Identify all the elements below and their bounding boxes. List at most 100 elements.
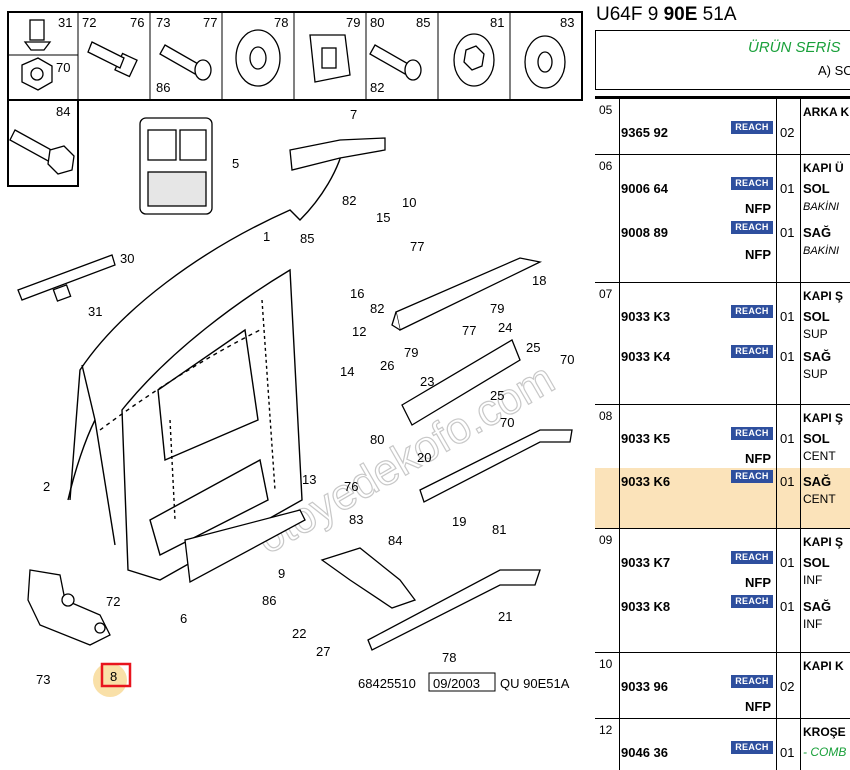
group-number: 06	[599, 159, 613, 173]
table-row-highlighted[interactable]: 9033 K6 REACH 01 SAĞ CENT	[595, 468, 850, 528]
callout: 84	[388, 533, 402, 548]
note: BAKİNI	[803, 245, 840, 257]
part-ref[interactable]: 9046 36	[621, 745, 668, 760]
watermark: otoyedekofo.com	[248, 354, 563, 564]
part-ref[interactable]: 9033 K7	[621, 555, 671, 570]
side: SOL	[803, 431, 830, 446]
callout: 77	[462, 323, 476, 338]
quantity: 01	[780, 555, 795, 570]
diagram-canvas: 31 72 7 6 73 77 78 79 80 85 81 83 70 86 8…	[7, 11, 583, 697]
callout: 14	[340, 364, 354, 379]
callout: 13	[302, 472, 316, 487]
part-5-panel	[139, 117, 213, 215]
reach-badge: REACH	[731, 121, 773, 134]
callout: 6	[180, 611, 187, 626]
drawing-code: QU 90E51A	[500, 676, 570, 691]
callout: 7	[350, 107, 357, 122]
quantity: 02	[780, 679, 795, 694]
side: SOL	[803, 555, 830, 570]
part-ref[interactable]: 9033 K4	[621, 349, 671, 364]
callout: 70	[500, 415, 514, 430]
group-number: 08	[599, 409, 613, 423]
part-ref[interactable]: 9033 K5	[621, 431, 671, 446]
part-ref[interactable]: 9033 96	[621, 679, 668, 694]
quantity: 01	[780, 225, 795, 240]
callout: 25	[490, 388, 504, 403]
note: INF	[803, 617, 823, 631]
thumb-label: 78	[274, 15, 288, 30]
thumb-label: 79	[346, 15, 360, 30]
strip-6	[184, 509, 306, 584]
callout: 30	[120, 251, 134, 266]
arm-7	[289, 137, 386, 171]
part-ref[interactable]: 9033 K3	[621, 309, 671, 324]
part-ref[interactable]: 9008 89	[621, 225, 668, 240]
callout: 27	[316, 644, 330, 659]
quantity: 01	[780, 181, 795, 196]
part-description: KAPI K	[803, 659, 844, 673]
callout: 79	[404, 345, 418, 360]
callout: 25	[526, 340, 540, 355]
trim-strip-30	[17, 254, 116, 302]
callout: 18	[532, 273, 546, 288]
table-row[interactable]: 05 ARKA K 9365 92 REACH 02	[595, 98, 850, 154]
screw-73-thumb	[159, 44, 212, 81]
highlighted-callout-8[interactable]: 8	[93, 662, 132, 697]
thumb-label: 70	[56, 60, 70, 75]
side: SAĞ	[803, 599, 832, 614]
part-ref[interactable]: 9006 64	[621, 181, 668, 196]
callout: 24	[498, 320, 512, 335]
callout: 73	[36, 672, 50, 687]
thumb-label: 72	[82, 15, 96, 30]
nfp-flag: NFP	[745, 699, 771, 714]
note: CENT	[803, 492, 836, 506]
callout: 86	[262, 593, 276, 608]
thumb-label: 85	[416, 15, 430, 30]
drawing-number: 68425510	[358, 676, 416, 691]
part-ref[interactable]: 9033 K6	[621, 474, 671, 489]
table-row[interactable]: 12 KROŞE 9046 36 REACH 01 - COMB	[595, 718, 850, 770]
callout: 22	[292, 626, 306, 641]
reach-badge: REACH	[731, 595, 773, 608]
reach-badge: REACH	[731, 345, 773, 358]
side: SAĞ	[803, 225, 832, 240]
code-bold: 90E	[663, 4, 698, 25]
note: - COMB	[803, 745, 847, 759]
callout: 85	[300, 231, 314, 246]
table-row[interactable]: 09 KAPI Ş 9033 K7 REACH 01 SOL INF NFP 9…	[595, 528, 850, 652]
callout: 80	[370, 432, 384, 447]
bracket-23	[401, 339, 521, 426]
group-number: 10	[599, 657, 613, 671]
quantity: 02	[780, 125, 795, 140]
part-description: ARKA K	[803, 105, 850, 119]
series-header: ÜRÜN SERİS A) SC	[595, 30, 850, 90]
table-row[interactable]: 07 KAPI Ş 9033 K3 REACH 01 SOL SUP 9033 …	[595, 282, 850, 404]
thumb-label: 81	[490, 15, 504, 30]
quantity: 01	[780, 309, 795, 324]
reach-badge: REACH	[731, 675, 773, 688]
nfp-flag: NFP	[745, 451, 771, 466]
part-ref[interactable]: 9033 K8	[621, 599, 671, 614]
thumb-label: 77	[203, 15, 217, 30]
part-description: KAPI Ü	[803, 161, 844, 175]
reach-badge: REACH	[731, 470, 773, 483]
note: INF	[803, 573, 823, 587]
reach-badge: REACH	[731, 427, 773, 440]
thumb-label: 31	[58, 15, 72, 30]
series-title: ÜRÜN SERİS	[748, 39, 841, 56]
roller-arm-9	[320, 547, 417, 609]
quantity: 01	[780, 431, 795, 446]
reach-badge: REACH	[731, 177, 773, 190]
callout: 77	[410, 239, 424, 254]
table-row[interactable]: 08 KAPI Ş 9033 K5 REACH 01 SOL CENT NFP	[595, 404, 850, 468]
table-row[interactable]: 06 KAPI Ü 9006 64 REACH 01 SOL NFP BAKİN…	[595, 154, 850, 282]
page-header-code: U64F 9 90E 51A	[592, 0, 850, 30]
nut-81-thumb	[453, 33, 495, 87]
part-ref[interactable]: 9365 92	[621, 125, 668, 140]
quantity: 01	[780, 474, 795, 489]
part-description: KAPI Ş	[803, 411, 844, 425]
table-row[interactable]: 10 KAPI K 9033 96 REACH 02 NFP	[595, 652, 850, 718]
quantity: 01	[780, 349, 795, 364]
drawing-date: 09/2003	[433, 676, 480, 691]
thumb-label: 83	[560, 15, 574, 30]
